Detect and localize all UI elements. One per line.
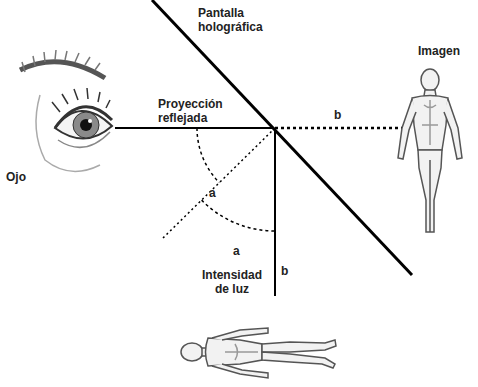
standing-figure — [398, 69, 462, 232]
normal-line — [163, 128, 275, 238]
holographic-screen — [152, 0, 412, 275]
angle-arc — [197, 128, 219, 183]
reflected-ray — [115, 127, 273, 129]
light-ray — [274, 128, 276, 296]
distance-label: b — [334, 108, 354, 122]
angle-label: a — [233, 244, 249, 258]
light-label: Intensidad de luz — [195, 268, 269, 296]
virtual-ray — [275, 127, 412, 130]
image-label: Imagen — [418, 44, 474, 58]
angle-label: a — [209, 186, 225, 200]
projection-label: Proyección reflejada — [158, 97, 242, 125]
eye-drawing — [20, 50, 112, 171]
distance-label: b — [281, 264, 297, 278]
screen-label: Pantalla holográfica — [198, 6, 288, 34]
eye-label: Ojo — [6, 170, 46, 184]
angle-arc — [202, 200, 275, 231]
lying-figure — [181, 328, 336, 378]
